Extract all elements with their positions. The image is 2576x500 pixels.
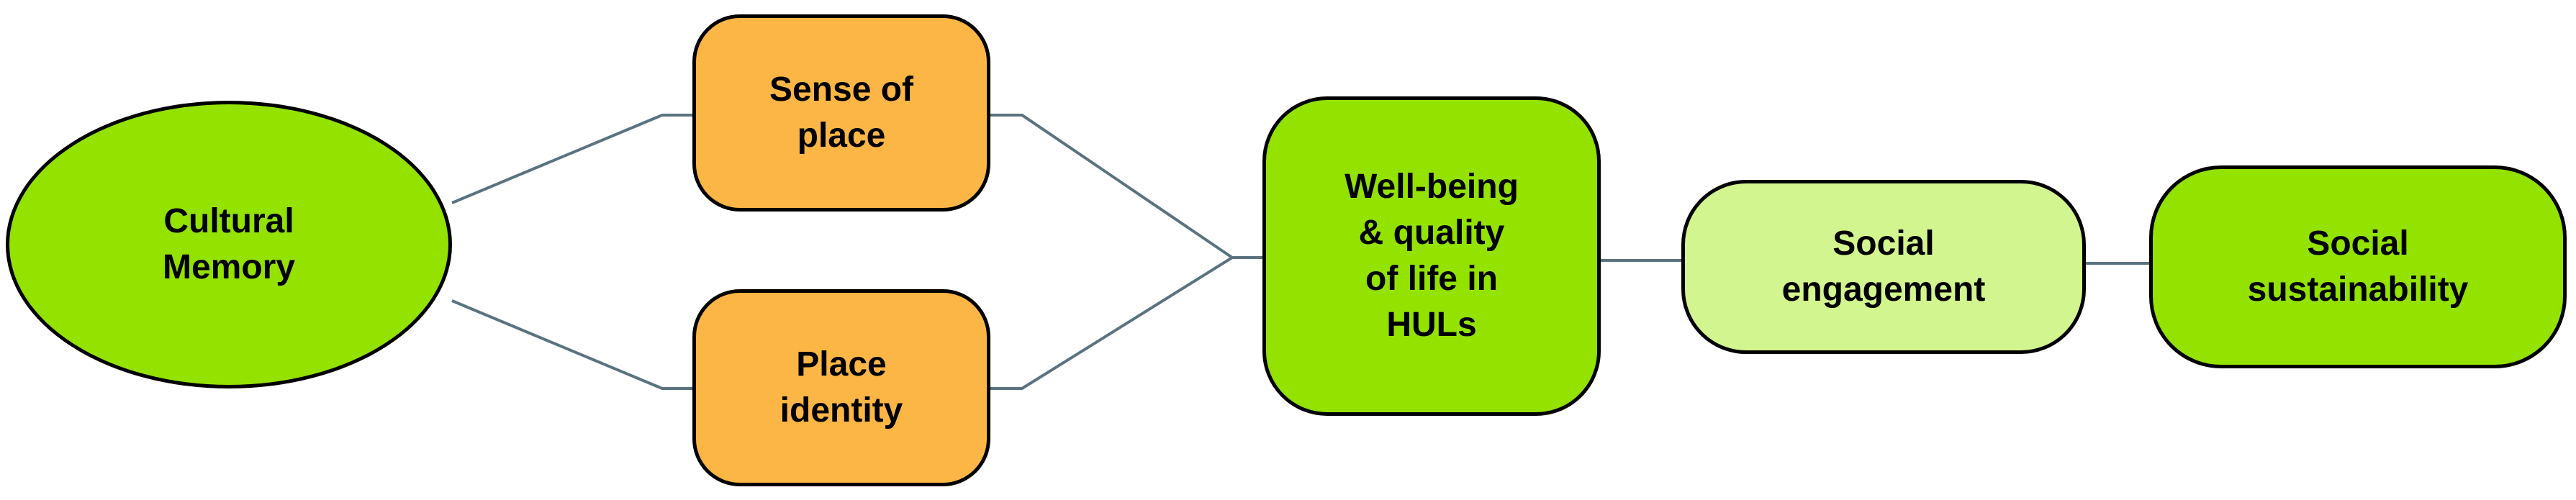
- node-place-identity: Place identity: [692, 289, 990, 486]
- node-label: Well-being & quality of life in HULs: [1345, 168, 1519, 344]
- node-cultural-memory: Cultural Memory: [6, 101, 452, 388]
- connector-sense-to-wellbeing: [990, 114, 1262, 259]
- node-social-engagement: Social engagement: [1681, 180, 2086, 354]
- node-label: Cultural Memory: [162, 202, 296, 286]
- node-label: Social engagement: [1781, 224, 1986, 309]
- node-label: Social sustainability: [2247, 224, 2469, 309]
- node-wellbeing-quality-of-life: Well-being & quality of life in HULs: [1262, 96, 1601, 416]
- node-label: Place identity: [779, 345, 903, 429]
- node-social-sustainability: Social sustainability: [2149, 165, 2567, 368]
- node-label: Sense of place: [769, 71, 914, 155]
- connector-cultural-to-identity: [451, 299, 692, 390]
- node-sense-of-place: Sense of place: [692, 14, 990, 212]
- connector-identity-to-wellbeing: [990, 256, 1262, 390]
- connector-cultural-to-sense: [451, 114, 692, 204]
